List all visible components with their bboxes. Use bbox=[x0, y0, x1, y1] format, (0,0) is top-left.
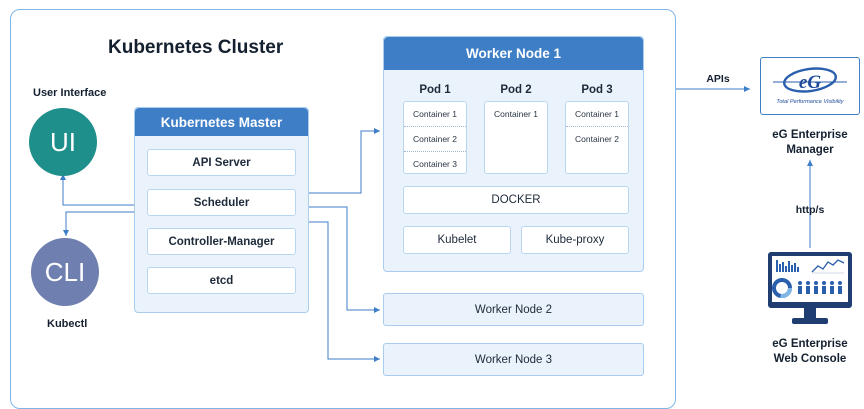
web-console-monitor-icon[interactable] bbox=[766, 250, 854, 330]
scheduler-to-worker1-connector bbox=[309, 128, 380, 194]
pod-3-container-2: Container 2 bbox=[575, 134, 619, 144]
pod-3-box: Container 1 Container 2 bbox=[565, 101, 629, 174]
eg-logo-text: eG bbox=[799, 72, 821, 93]
pod-1-title: Pod 1 bbox=[419, 84, 451, 96]
apis-label: APIs bbox=[706, 73, 730, 85]
https-label: http/s bbox=[795, 204, 825, 216]
pod-2-container-1: Container 1 bbox=[494, 109, 538, 119]
master-to-ui-connector bbox=[60, 174, 134, 206]
cluster-title: Kubernetes Cluster bbox=[108, 37, 284, 58]
pod-1-box: Container 1 Container 2 Container 3 bbox=[403, 101, 467, 174]
cli-circle-text: CLI bbox=[44, 256, 86, 287]
master-title: Kubernetes Master bbox=[135, 108, 308, 136]
pod-1-container-3: Container 3 bbox=[413, 159, 457, 169]
manager-label-line1: eG Enterprise bbox=[772, 129, 848, 141]
api-server-box: API Server bbox=[147, 149, 296, 176]
scheduler-to-worker3-connector bbox=[309, 221, 380, 362]
eg-logo-box[interactable]: eG Total Performance Visibility bbox=[760, 57, 860, 115]
pod-3-title: Pod 3 bbox=[581, 84, 613, 96]
ui-circle[interactable]: UI bbox=[29, 108, 97, 176]
pod-2-title: Pod 2 bbox=[500, 84, 532, 96]
eg-logo-tagline: Total Performance Visibility bbox=[776, 99, 844, 105]
etcd-box: etcd bbox=[147, 267, 296, 294]
console-label: eG Enterprise Web Console bbox=[755, 337, 864, 367]
controller-manager-box: Controller-Manager bbox=[147, 228, 296, 255]
manager-label-line2: Manager bbox=[786, 144, 834, 156]
worker-node-1-title: Worker Node 1 bbox=[384, 37, 643, 70]
user-interface-label: User Interface bbox=[33, 87, 107, 99]
cli-circle[interactable]: CLI bbox=[31, 238, 99, 306]
scheduler-box: Scheduler bbox=[147, 189, 296, 216]
manager-label: eG Enterprise Manager bbox=[755, 128, 864, 158]
pod-1-container-2: Container 2 bbox=[404, 127, 466, 152]
master-to-cli-connector bbox=[63, 211, 134, 236]
docker-box: DOCKER bbox=[403, 186, 629, 214]
kubelet-box: Kubelet bbox=[403, 226, 511, 254]
pod-2-box: Container 1 bbox=[484, 101, 548, 174]
scheduler-to-worker2-connector bbox=[309, 206, 380, 313]
console-label-line2: Web Console bbox=[773, 353, 847, 365]
kube-proxy-box: Kube-proxy bbox=[521, 226, 629, 254]
pod-3-container-1: Container 1 bbox=[566, 102, 628, 127]
worker-node-3-box: Worker Node 3 bbox=[383, 343, 644, 376]
kubectl-label: Kubectl bbox=[47, 318, 88, 330]
console-label-line1: eG Enterprise bbox=[772, 338, 848, 350]
worker-node-2-box: Worker Node 2 bbox=[383, 293, 644, 326]
ui-circle-text: UI bbox=[50, 126, 76, 157]
pod-1-container-1: Container 1 bbox=[404, 102, 466, 127]
eg-logo-icon: eG Total Performance Visibility bbox=[773, 67, 847, 105]
